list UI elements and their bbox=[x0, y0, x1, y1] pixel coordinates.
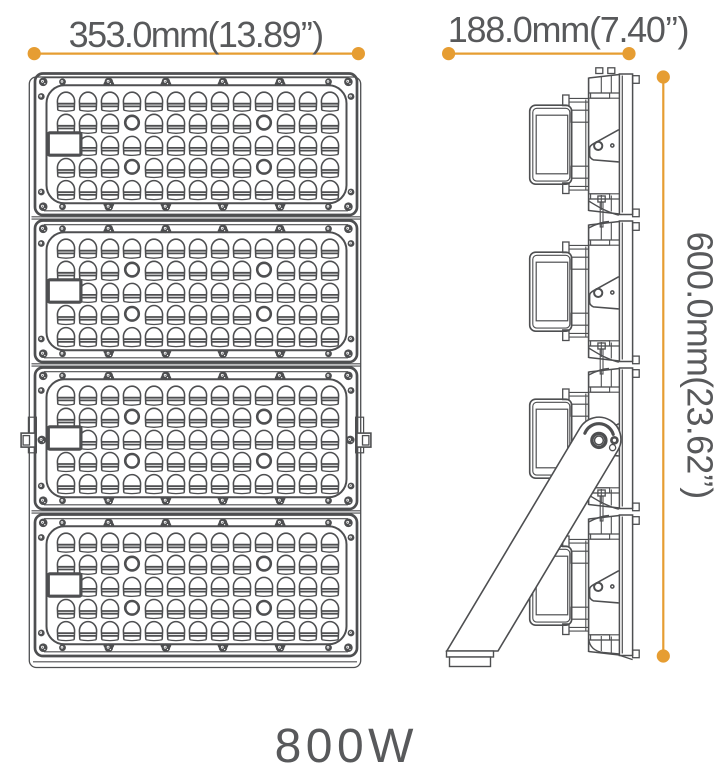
svg-text:600.0mm(23.62’’): 600.0mm(23.62’’) bbox=[680, 232, 721, 499]
svg-text:800W: 800W bbox=[275, 720, 418, 773]
svg-text:353.0mm(13.89’’): 353.0mm(13.89’’) bbox=[69, 14, 323, 55]
svg-text:188.0mm(7.40’’): 188.0mm(7.40’’) bbox=[448, 9, 688, 50]
